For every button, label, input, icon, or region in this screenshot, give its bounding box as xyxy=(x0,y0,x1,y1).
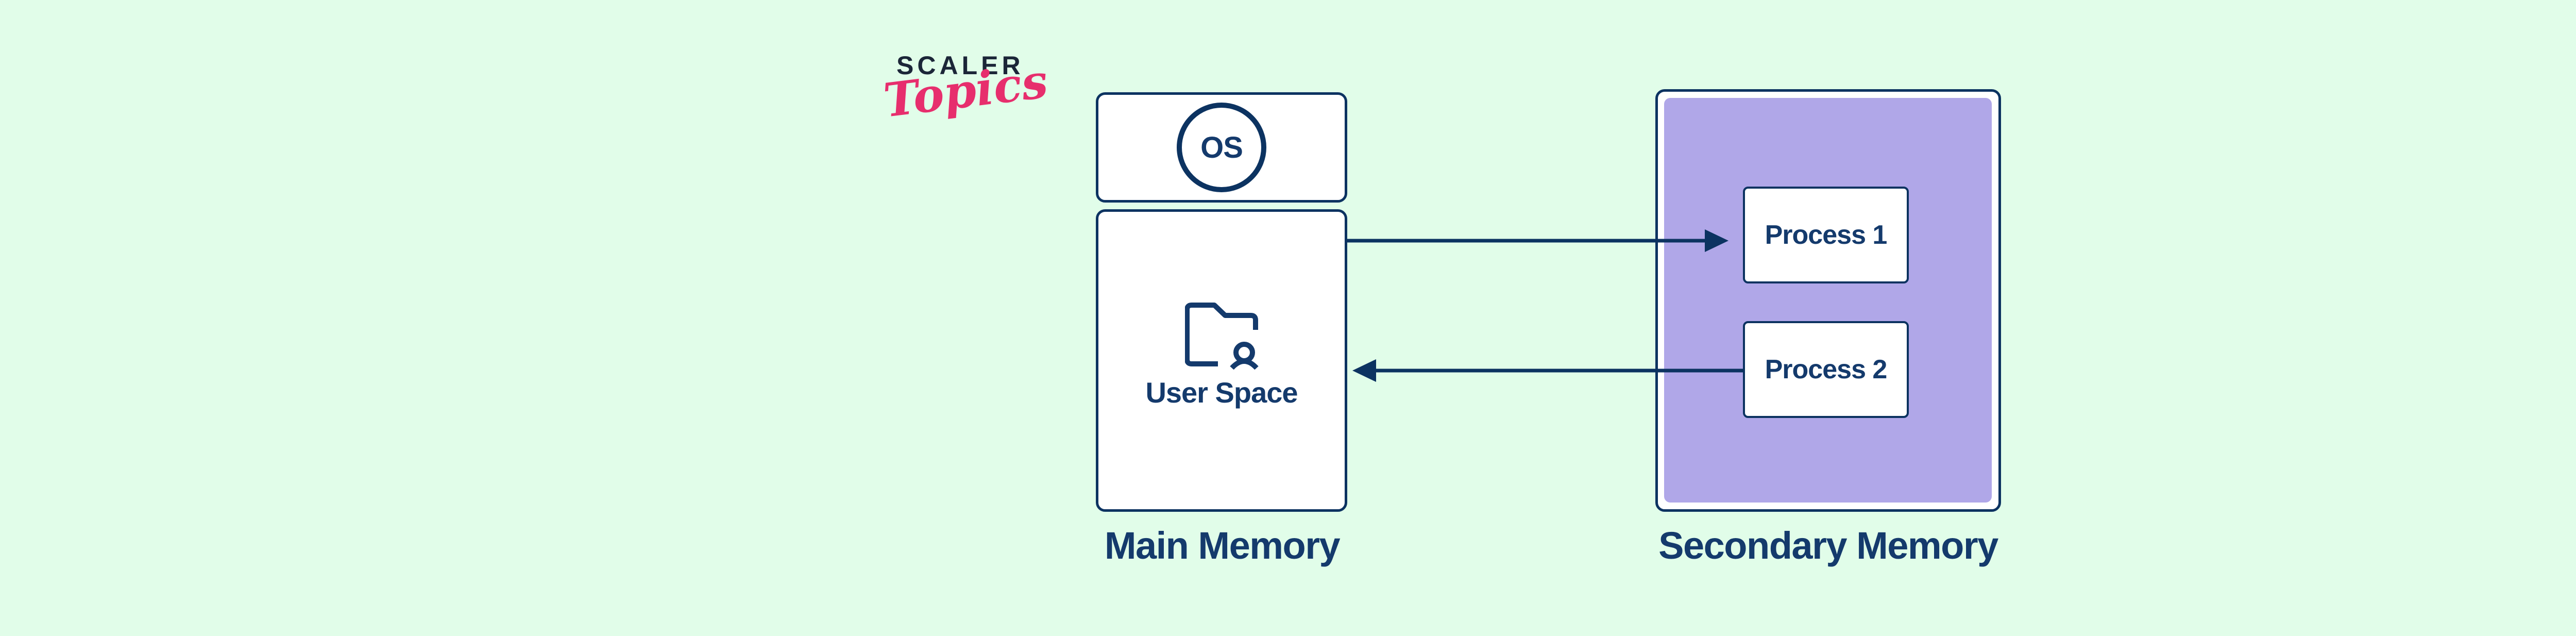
process-1-label: Process 1 xyxy=(1765,220,1888,250)
user-space-label: User Space xyxy=(1145,376,1298,409)
secondary-memory-fill xyxy=(1664,98,1992,503)
os-label: OS xyxy=(1200,130,1243,164)
swap-in-arrow-icon xyxy=(1352,359,1744,382)
process-2-box: Process 2 xyxy=(1743,321,1909,418)
folder-user-icon xyxy=(1185,303,1259,370)
secondary-memory-label: Secondary Memory xyxy=(1658,524,1998,567)
swap-out-arrow-icon xyxy=(1347,229,1728,252)
process-1-box: Process 1 xyxy=(1743,187,1909,283)
os-box: OS xyxy=(1096,92,1347,203)
logo-brand-text: SCALER xyxy=(896,51,1024,80)
user-space-box xyxy=(1096,209,1347,512)
scaler-topics-logo: SCALER Topics xyxy=(876,46,1051,160)
os-circle-icon: OS xyxy=(1177,103,1266,192)
main-memory-label: Main Memory xyxy=(1104,524,1341,567)
process-2-label: Process 2 xyxy=(1765,355,1888,384)
